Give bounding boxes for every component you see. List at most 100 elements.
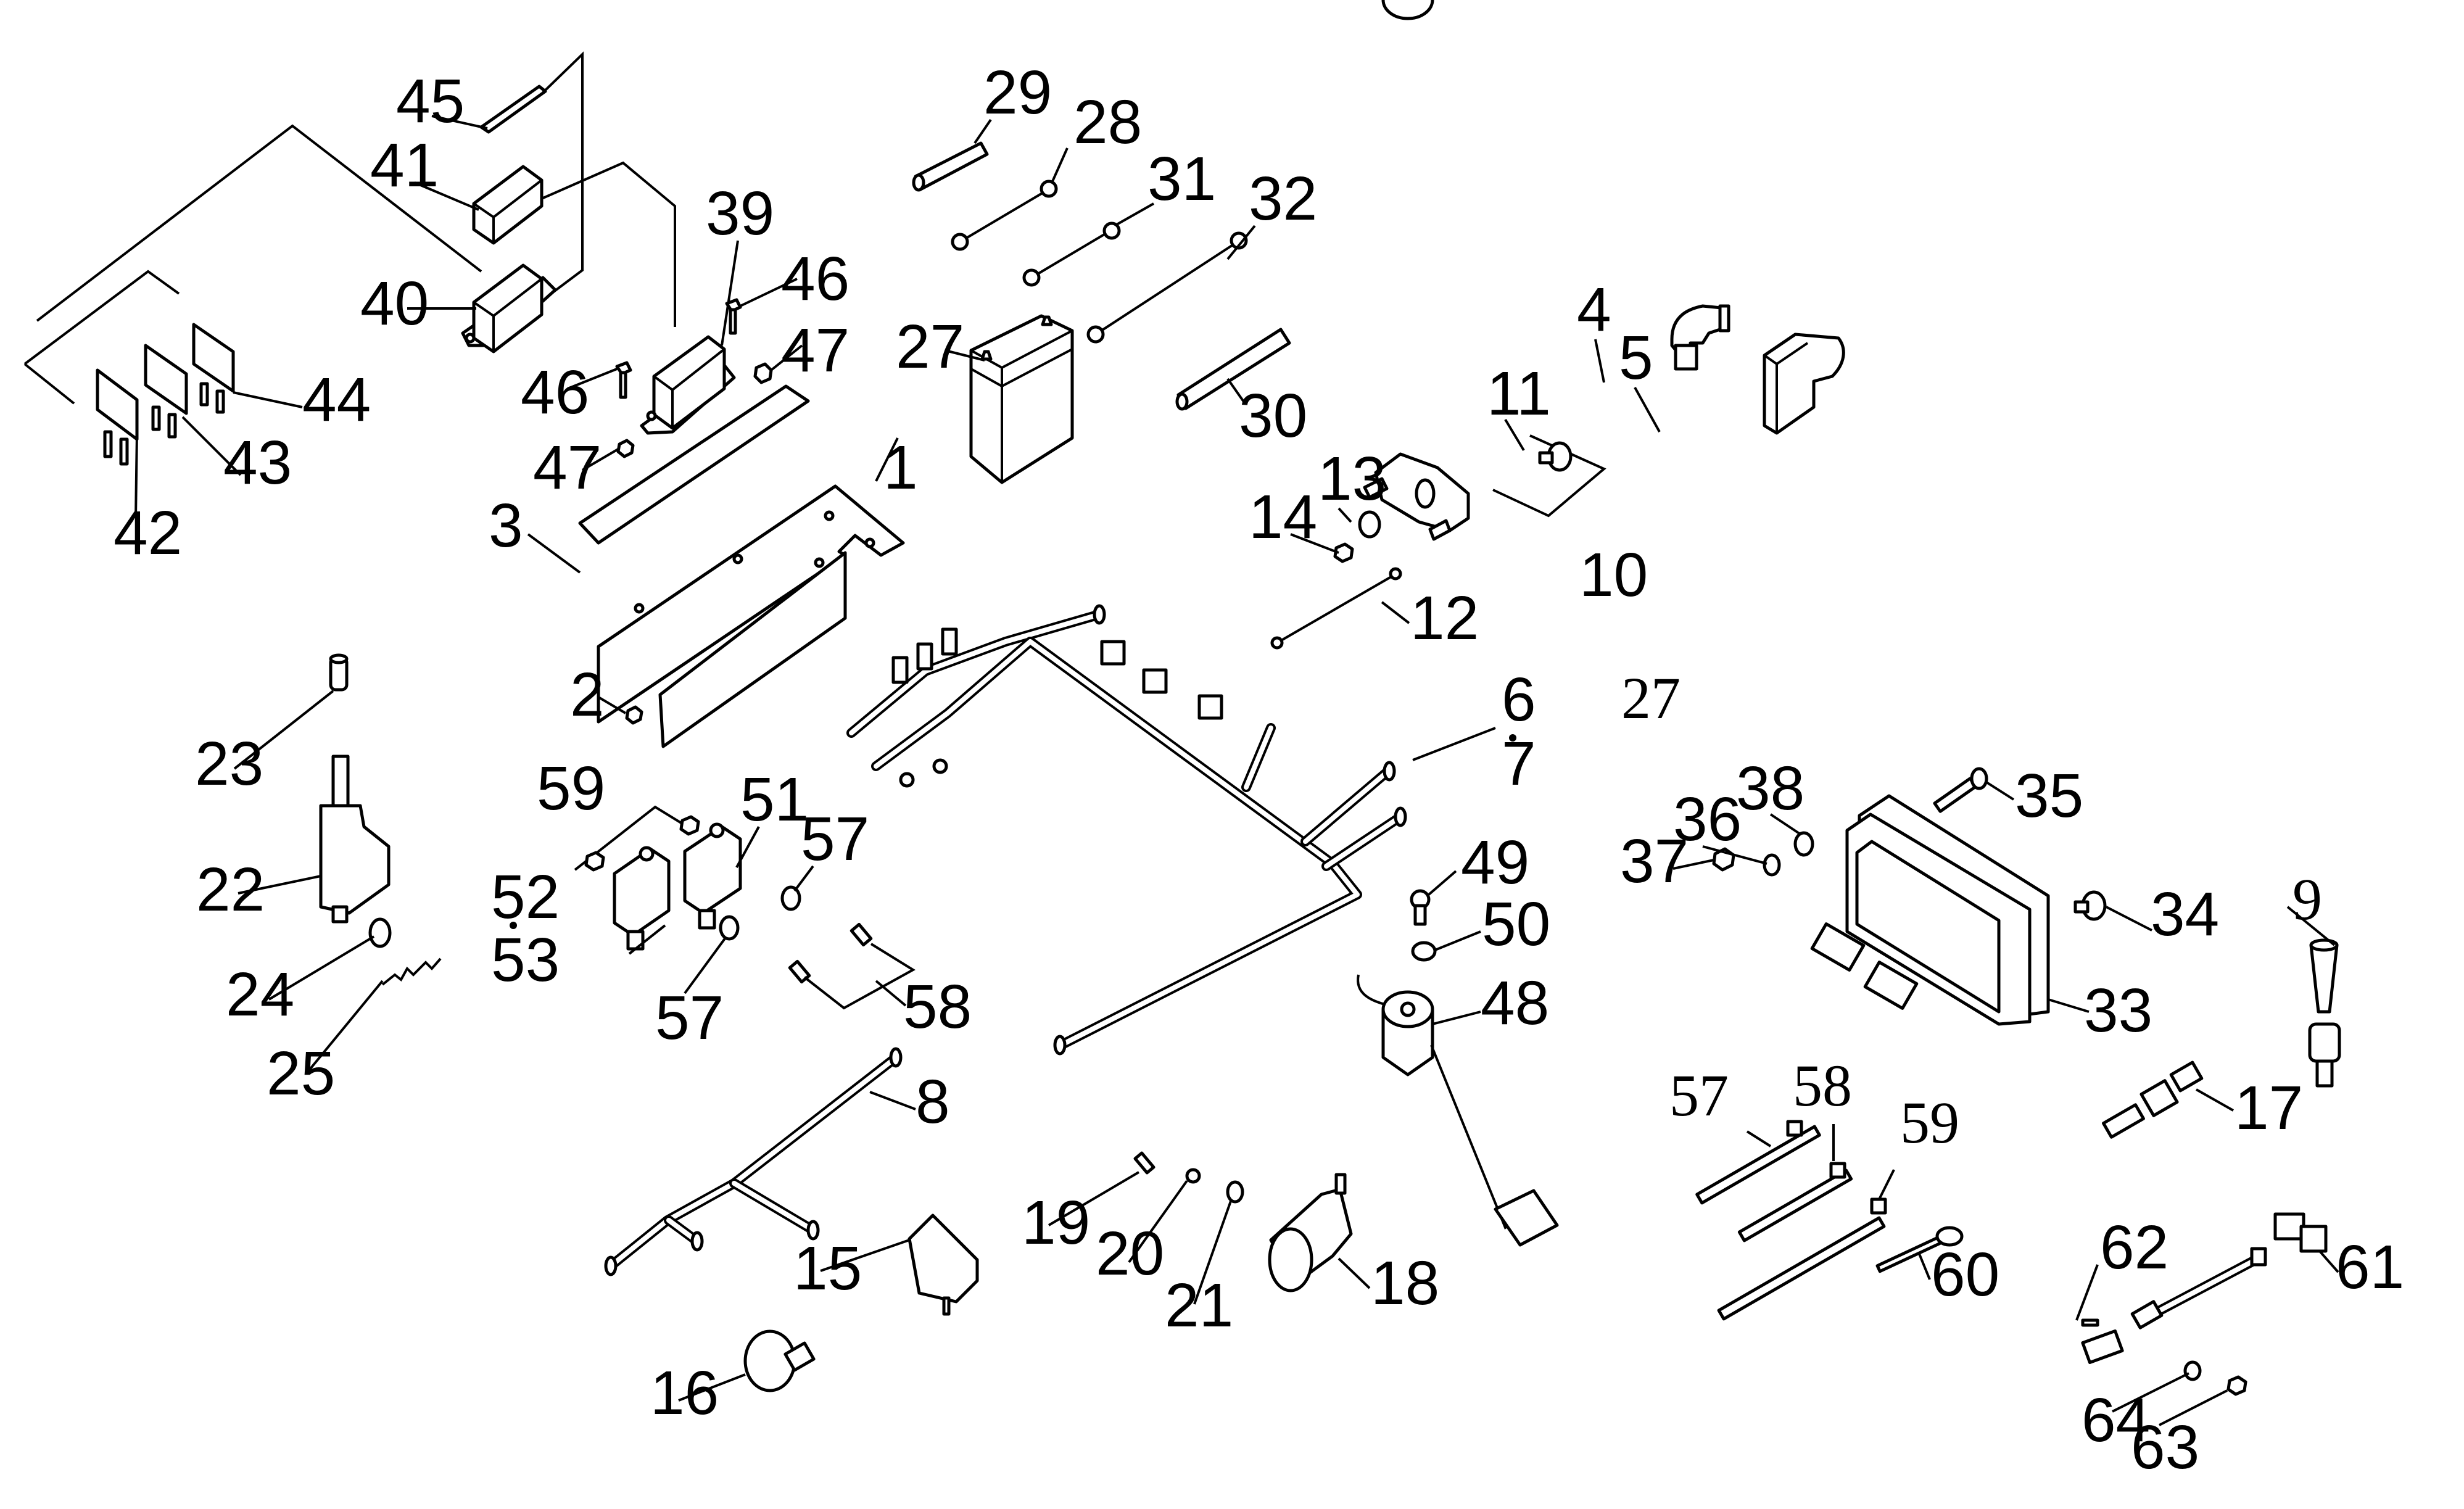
- callout-31: 31: [1147, 144, 1216, 213]
- switch-5-icon[interactable]: [1763, 333, 1845, 435]
- callout-41: 41: [370, 131, 439, 200]
- callout-47-top: 47: [781, 316, 850, 385]
- cable-tie-57-icon[interactable]: [1695, 1120, 1821, 1205]
- cable-31-icon[interactable]: [1022, 221, 1121, 287]
- sender-10-icon[interactable]: [1363, 452, 1470, 541]
- cable-28-icon[interactable]: [951, 180, 1058, 251]
- callout-47-left: 47: [533, 433, 602, 502]
- module-52-53-icon[interactable]: [613, 846, 671, 951]
- callout-48: 48: [1481, 969, 1549, 1038]
- lockwasher-36-icon[interactable]: [1763, 853, 1781, 877]
- spring-25-icon[interactable]: [381, 957, 442, 986]
- leader-callout-6: [1412, 727, 1496, 761]
- cable-32-icon[interactable]: [1086, 231, 1248, 344]
- washer-57-upper-icon[interactable]: [780, 885, 801, 911]
- screw-58-upper-icon[interactable]: [850, 922, 873, 947]
- bracket-1-icon[interactable]: [597, 484, 905, 748]
- nut-47-left-icon[interactable]: [616, 439, 635, 458]
- harness-61-icon[interactable]: [2081, 1212, 2328, 1365]
- pin-62-icon[interactable]: [2081, 1318, 2099, 1327]
- pin-23-icon[interactable]: [329, 653, 349, 692]
- sensor-17-icon[interactable]: [2102, 1060, 2204, 1139]
- bracket-58: [803, 943, 916, 1010]
- callout-25: 25: [267, 1039, 335, 1108]
- tube-30-icon[interactable]: [1175, 328, 1291, 411]
- relay-41-icon[interactable]: [472, 165, 544, 245]
- callout-5: 5: [1619, 323, 1653, 392]
- callout-8: 8: [916, 1067, 950, 1136]
- callout-36: 36: [1673, 785, 1742, 854]
- leader-callout-44: [233, 391, 303, 408]
- washer-38-icon[interactable]: [1793, 831, 1814, 857]
- relay-43-icon[interactable]: [144, 344, 188, 439]
- motor-18-icon[interactable]: [1268, 1173, 1353, 1292]
- bolt-35-icon[interactable]: [1933, 767, 1988, 813]
- module-51-icon[interactable]: [683, 822, 742, 930]
- leader-callout-53: [628, 924, 666, 955]
- bolt-46-top-icon[interactable]: [725, 298, 742, 335]
- plug-34-icon[interactable]: [2073, 890, 2107, 921]
- leader-callout-24: [268, 935, 375, 1001]
- lockwasher-64-icon[interactable]: [2183, 1360, 2202, 1381]
- leader-callout-23: [233, 690, 334, 770]
- leader-callout-29: [974, 118, 992, 144]
- washer-57-lower-icon[interactable]: [719, 915, 740, 941]
- callout-63: 63: [2131, 1413, 2199, 1482]
- relay-40-icon[interactable]: [461, 263, 557, 353]
- battery-27-icon[interactable]: [969, 314, 1074, 484]
- callout-39: 39: [706, 179, 774, 248]
- screw-19-icon[interactable]: [1133, 1151, 1156, 1175]
- leader-callout-14: [1290, 533, 1339, 554]
- leader-callout-47-left: [581, 448, 619, 471]
- harness-8-icon[interactable]: [604, 1047, 903, 1276]
- bushing-24-icon[interactable]: [368, 917, 392, 948]
- controller-33-icon[interactable]: [1810, 794, 2050, 1026]
- leader-callout-39: [721, 240, 739, 346]
- cable-tie-59-icon[interactable]: [1717, 1197, 1887, 1321]
- leader-callout-51: [735, 826, 760, 868]
- nut-59-upper-icon[interactable]: [679, 815, 700, 836]
- leader-callout-38: [1769, 813, 1801, 835]
- plate-3-icon[interactable]: [578, 384, 810, 545]
- cable-tie-58-icon[interactable]: [1737, 1162, 1853, 1242]
- nut-14-icon[interactable]: [1333, 542, 1354, 563]
- nut-2-icon[interactable]: [625, 705, 643, 725]
- callout-50: 50: [1482, 890, 1550, 959]
- washer-50-icon[interactable]: [1411, 941, 1437, 962]
- leader-callout-57-lower: [684, 936, 727, 994]
- sensor-4-icon[interactable]: [1670, 304, 1730, 371]
- leader-callout-22: [238, 875, 321, 895]
- leader-callout-50: [1434, 930, 1481, 951]
- callout-6: 6: [1502, 665, 1536, 734]
- washer-21-icon[interactable]: [1226, 1180, 1244, 1204]
- bolt-49-icon[interactable]: [1410, 889, 1431, 926]
- joystick-9-icon[interactable]: [2308, 938, 2341, 1088]
- ground-cable-12-icon[interactable]: [1270, 567, 1402, 650]
- actuator-22-icon[interactable]: [319, 754, 391, 924]
- relay-44-icon[interactable]: [192, 323, 235, 414]
- relay-39-icon[interactable]: [640, 335, 736, 435]
- leader-callout-42: [134, 431, 138, 519]
- washer-13-icon[interactable]: [1358, 510, 1381, 539]
- leader-callout-60: [1917, 1252, 1931, 1280]
- callout-19: 19: [1022, 1188, 1090, 1257]
- leader-callout-41: [414, 181, 479, 211]
- leader-callout-46-top: [740, 278, 798, 307]
- fuse-29-icon[interactable]: [912, 141, 989, 192]
- fuel-sender-48-icon[interactable]: [1357, 0, 1559, 1247]
- callout-35: 35: [2015, 761, 2083, 830]
- ring-terminal-60-icon[interactable]: [1875, 1226, 1964, 1273]
- nut-63-icon[interactable]: [2226, 1375, 2247, 1396]
- main-harness-6-7-icon[interactable]: [846, 604, 1407, 1056]
- bracket-59: [574, 805, 688, 871]
- bolt-46-left-icon[interactable]: [615, 361, 632, 399]
- leader-callout-20: [1128, 1180, 1188, 1263]
- grommet-20-icon[interactable]: [1185, 1168, 1201, 1184]
- flasher-15-icon[interactable]: [907, 1213, 979, 1316]
- nut-59-lower-icon[interactable]: [584, 851, 605, 872]
- group-bracket-relays: [36, 124, 482, 322]
- nut-47-top-icon[interactable]: [753, 362, 773, 384]
- plug-11-icon[interactable]: [1538, 441, 1573, 472]
- bulb-16-icon[interactable]: [743, 1329, 816, 1392]
